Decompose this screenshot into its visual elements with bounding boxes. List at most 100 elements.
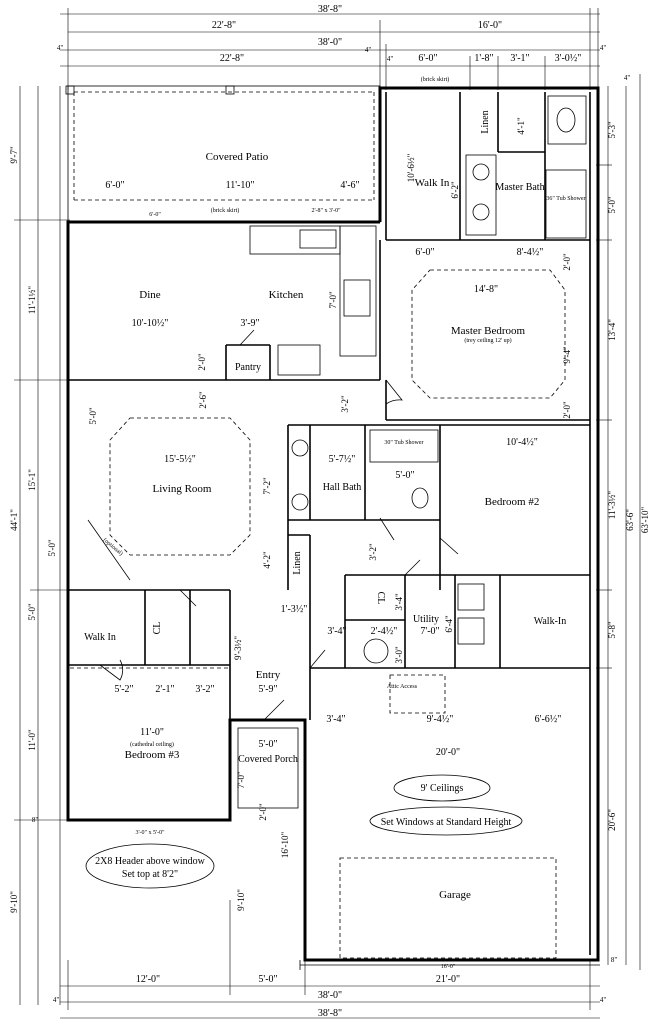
dim-top-4-b: 4" [387,55,394,63]
dim-top-4-right: 4" [600,44,607,52]
dim-bottom-4-left: 4" [53,996,60,1004]
dim-overall-top: 38'-8" [318,4,342,15]
b3-dim-2-1: 2'-1" [155,684,174,695]
dim-bottom-5-0: 5'-0" [258,974,277,985]
room-closet-utility: CL [375,592,386,605]
attic-access: Attic Access [387,684,418,690]
fixtures [291,95,587,664]
master-tub-shower: 36" Tub Shower [546,196,585,202]
brick-skirt-top: (brick skirt) [421,76,450,83]
porch-dim-16-10: 16'-10" [280,832,290,859]
interior-walls [68,92,590,809]
master-dim-6-0: 6'-0" [415,247,434,258]
room-walk-in-b3: Walk In [84,632,116,643]
living-dim-3-2: 3'-2" [340,395,350,413]
garage-dim-9-4: 9'-4½" [427,714,454,725]
room-entry: Entry [256,669,281,681]
b2-dim-10-4: 10'-4½" [506,437,538,448]
dim-garage-16-0: 16'-0" [441,964,456,970]
exterior-walls [65,85,600,970]
dim-right-20-6: 20'-6" [607,809,617,831]
dim-right-5-3: 5'-3" [607,121,617,139]
dim-bottom-4-right: 4" [600,996,607,1004]
dim-left-9-10: 9'-10" [9,891,19,913]
room-garage: Garage [439,889,471,901]
patio-dim-6-0: 6'-0" [105,180,124,191]
dim-top-38-0: 38'-0" [318,37,342,48]
ceiling-outlines [70,269,566,669]
master-dim-2-0a: 2'-0" [562,253,572,271]
dine-dim-10-10: 10'-10½" [132,318,169,329]
room-closet-b3: CL [152,622,163,635]
room-pantry: Pantry [235,362,261,373]
brick-skirt-patio: (brick skirt) [211,207,240,214]
room-bedroom2: Bedroom #2 [485,496,540,508]
porch-dim-2-0: 2'-0" [258,803,268,821]
dim-left-11-1: 11'-1½" [27,286,37,315]
porch-dim-9-10: 9'-10" [236,889,246,911]
room-utility: Utility [413,614,439,625]
room-bedroom3: Bedroom #3 [125,749,180,761]
dim-left-11-0: 11'-0" [27,729,37,751]
room-walk-in-master: Walk In [415,177,450,189]
util-dim-7-0: 7'-0" [420,626,439,637]
util-dim-6-4: 6'-4" [444,615,454,633]
left-dimension-lines [14,86,70,1005]
dim-right-4-top: 4" [624,74,631,82]
hall-dim-5-0: 5'-0" [395,470,414,481]
porch-dim-7-0: 7'-0" [236,771,246,789]
dim-left-8: 8" [32,816,39,824]
pantry-dim-2-0: 2'-0" [197,353,207,371]
dim-left-5-0-b: 5'-0" [47,539,57,557]
dim-bottom-38-8: 38'-8" [318,1008,342,1019]
garage-dim-6-6: 6'-6½" [535,714,562,725]
dim-top-3-1: 3'-1" [510,53,529,64]
hall-dim-5-7: 5'-7½" [329,454,356,465]
window-b3: 3'-0" x 5'-0" [135,830,165,836]
walkin-dim-6-2: 6'-2" [450,181,460,199]
porch-dim-5-0: 5'-0" [258,739,277,750]
note-header-line1: 2X8 Header above window [95,856,205,867]
note-clouds [85,774,523,889]
dim-left-5-0-c: 5'-0" [27,603,37,621]
note-ceilings: 9' Ceilings [421,783,464,794]
util-dim-2-4: 2'-4½" [371,626,398,637]
room-walk-in-b2: Walk-In [534,616,567,627]
bottom-dimension-lines [60,900,600,1019]
hall-tub-shower: 30" Tub Shower [384,440,423,446]
util-dim-3-2: 3'-2" [368,543,378,561]
entry-dim-5-9: 5'-9" [258,684,277,695]
garage-dim-20-0: 20'-0" [436,747,460,758]
dim-top-22-8-b: 22'-8" [220,53,244,64]
dim-left-9-7: 9'-7" [9,146,19,164]
bath-dim-4-1: 4'-1" [516,117,526,135]
note-windows: Set Windows at Standard Height [381,817,512,828]
patio-dim-4-6: 4'-6" [340,180,359,191]
right-dimension-lines [596,74,641,970]
b3-dim-3-2: 3'-2" [195,684,214,695]
room-living-room: Living Room [153,483,212,495]
living-dim-4-2: 4'-2" [262,551,272,569]
dim-bottom-12-0: 12'-0" [136,974,160,985]
entry-dim-1-3: 1'-3½" [281,604,308,615]
living-dim-2-6: 2'-6" [198,391,208,409]
room-master-bath: Master Bath [495,182,544,193]
dim-bottom-38-0: 38'-0" [318,990,342,1001]
master-dim-9-4: 9'-4" [562,346,572,364]
garage-dim-3-4: 3'-4" [326,714,345,725]
kitchen-dim-3-9: 3'-9" [240,318,259,329]
top-dimension-lines [60,8,600,90]
room-hall-bath: Hall Bath [323,482,362,493]
living-dim-5-0: 5'-0" [88,407,98,425]
room-linen-hall: Linen [292,551,303,574]
dim-top-16-0: 16'-0" [478,20,502,31]
b3-dim-11-0: 11'-0" [140,727,164,738]
dim-right-8: 8" [611,956,618,964]
dim-right-5-0: 5'-0" [607,196,617,214]
kitchen-dim-7-0: 7'-0" [328,291,338,309]
dim-left-15-1: 15'-1" [27,469,37,491]
dim-bottom-21-0: 21'-0" [436,974,460,985]
dim-right-63-6: 63'-6" [625,509,635,531]
dim-right-11-3: 11'-3½" [607,491,617,520]
